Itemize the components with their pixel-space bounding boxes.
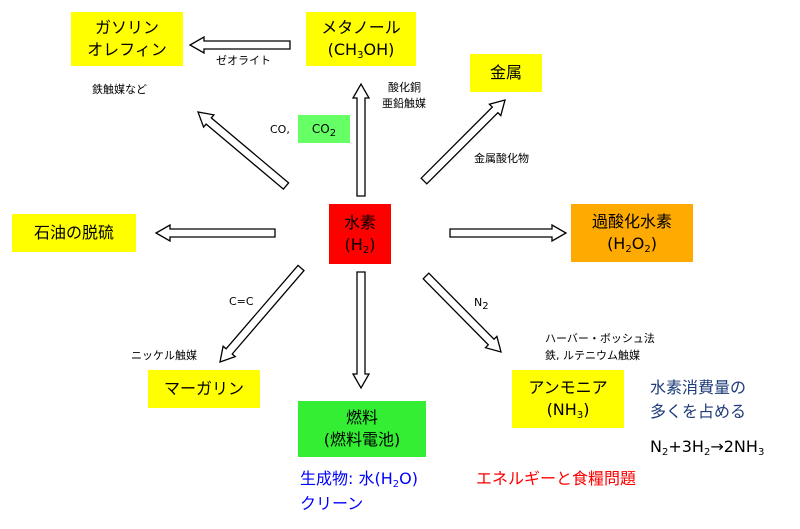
arrow-to-gasoline <box>188 35 291 55</box>
hydrogen-box: 水素 (H2) <box>329 204 391 264</box>
ammonia-box: アンモニア (NH3) <box>512 370 624 428</box>
arrow-to-methanol <box>351 82 371 197</box>
methanol-box: メタノール (CH3OH) <box>306 12 416 66</box>
arrow-to-margarine <box>219 264 305 363</box>
iron-ruthenium-catalyst-label: 鉄, ルテニウム触媒 <box>545 349 640 362</box>
cc-bond-label: C=C <box>229 295 254 308</box>
arrow-to-metal <box>420 99 506 185</box>
methanol-label: メタノール <box>321 18 401 37</box>
product-water-note: 生成物: 水(H2O) <box>300 469 418 490</box>
consumption-note-line2: 多くを占める <box>650 402 747 421</box>
arrow-to-fuel <box>351 271 371 390</box>
arrow-to-gasoline-diagonal <box>196 111 290 191</box>
gasoline-label: ガソリン <box>94 18 159 37</box>
arrow-to-ammonia <box>422 272 502 353</box>
co-label: CO, <box>270 123 290 136</box>
hydrogen-name: 水素 <box>343 213 376 232</box>
arrow-to-peroxide <box>449 223 568 243</box>
haber-bosch-label: ハーバー・ボッシュ法 <box>545 332 655 345</box>
iron-catalyst-label: 鉄触媒など <box>92 83 147 96</box>
metal-box: 金属 <box>470 54 542 92</box>
olefin-label: オレフィン <box>87 40 167 59</box>
copper-oxide-label: 酸化銅 <box>388 81 421 94</box>
metal-label: 金属 <box>489 63 522 82</box>
n2-label: N2 <box>474 296 489 312</box>
arrow-to-desulfurization <box>154 223 276 243</box>
ammonia-label: アンモニア <box>528 378 608 397</box>
energy-food-note: エネルギーと食糧問題 <box>476 469 637 488</box>
desulfurization-box: 石油の脱硫 <box>12 214 136 252</box>
fuel-cell-label: (燃料電池) <box>323 430 401 449</box>
methanol-formula: (CH3OH) <box>327 40 395 61</box>
margarine-label: マーガリン <box>163 379 244 398</box>
consumption-note-line1: 水素消費量の <box>650 378 747 397</box>
ammonia-formula: (NH3) <box>546 400 590 421</box>
nickel-catalyst-label: ニッケル触媒 <box>131 349 197 362</box>
co2-label: CO2 <box>311 122 337 139</box>
hydrogen-formula: (H2) <box>344 235 376 256</box>
margarine-box: マーガリン <box>148 370 260 408</box>
fuel-label: 燃料 <box>345 408 378 427</box>
hydrogen-peroxide-label: 過酸化水素 <box>591 212 672 231</box>
metal-oxide-label: 金属酸化物 <box>474 152 529 165</box>
co2-box: CO2 <box>298 115 350 143</box>
gasoline-olefin-box: ガソリン オレフィン <box>71 12 183 66</box>
hydrogen-peroxide-box: 過酸化水素 (H2O2) <box>571 204 693 262</box>
zeolite-label: ゼオライト <box>216 54 271 67</box>
clean-note: クリーン <box>300 494 364 513</box>
zinc-catalyst-label: 亜鉛触媒 <box>382 97 426 110</box>
ammonia-equation: N2+3H2→2NH3 <box>650 437 765 458</box>
hydrogen-peroxide-formula: (H2O2) <box>607 234 657 255</box>
fuel-box: 燃料 (燃料電池) <box>298 401 426 457</box>
desulfurization-label: 石油の脱硫 <box>33 223 114 242</box>
